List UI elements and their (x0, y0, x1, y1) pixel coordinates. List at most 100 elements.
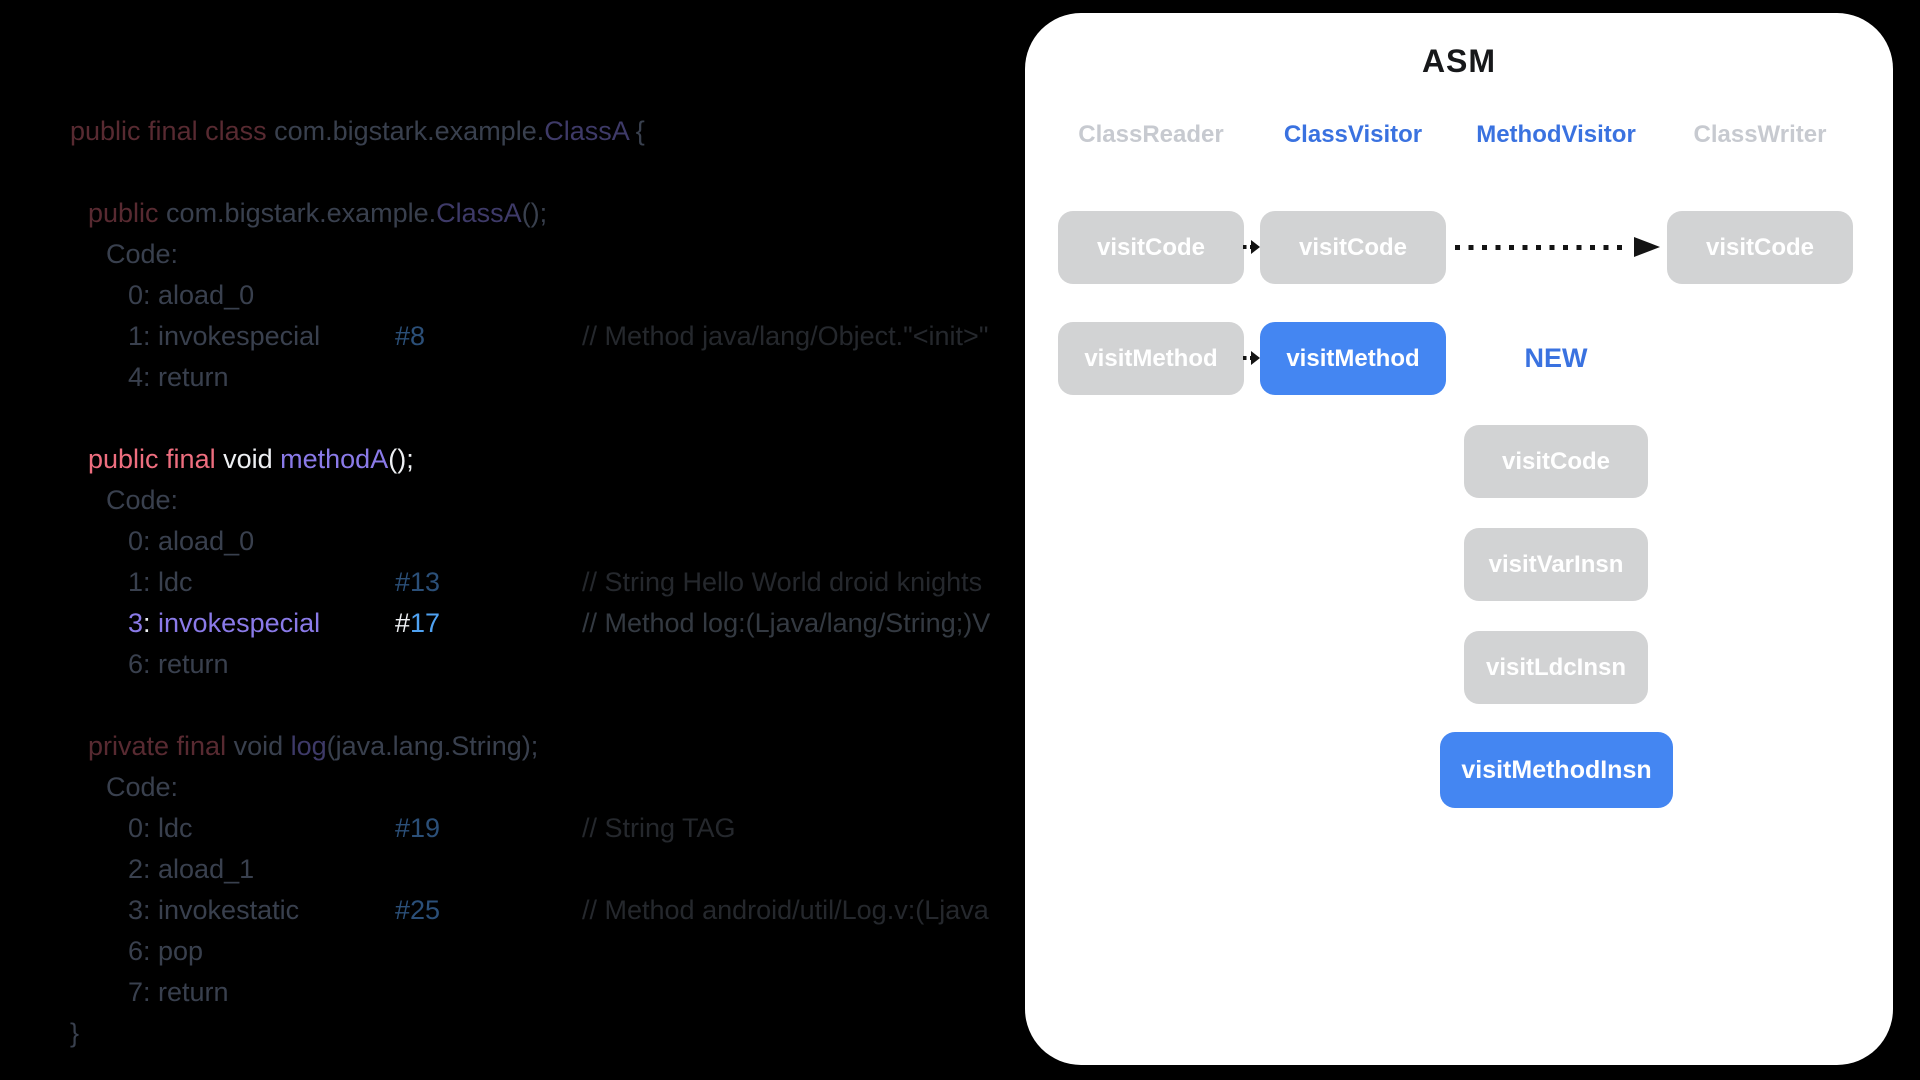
box-classreader-visitcode: visitCode (1058, 211, 1244, 284)
code-comment: // Method java/lang/Object."<init>" (582, 316, 988, 357)
code-segment: 0: aload_0 (128, 280, 255, 310)
code-comment: // Method log:(Ljava/lang/String;)V (582, 603, 990, 644)
code-line: public com.bigstark.example.ClassA(); (70, 193, 1070, 234)
code-instruction: private final void log(java.lang.String)… (70, 726, 538, 767)
code-instruction: 2: aload_1 (70, 849, 254, 890)
code-line: Code: (70, 480, 1070, 521)
code-instruction: Code: (70, 767, 178, 808)
code-line: 4: return (70, 357, 1070, 398)
code-line: 1: ldc #13 // String Hello World droid kni… (70, 562, 1070, 603)
constant-pool-ref: #17 (395, 603, 440, 644)
code-segment: // Method android/util/Log.v:(Ljava (582, 895, 989, 925)
code-line: 6: return (70, 644, 1070, 685)
code-segment: 1: invokespecial (128, 321, 321, 351)
arrow-dots (1243, 245, 1252, 249)
code-segment: ClassA (544, 116, 629, 146)
code-segment: public (88, 198, 167, 228)
code-instruction: 7: return (70, 972, 229, 1013)
code-segment: 1: ldc (128, 567, 193, 597)
code-segment: private final (88, 731, 234, 761)
code-segment: #13 (395, 567, 441, 597)
code-segment: // Method log:(Ljava/lang/String;)V (582, 608, 991, 638)
code-instruction: public final class com.bigstark.example.… (70, 111, 645, 152)
column-header-classreader: ClassReader (1078, 121, 1224, 148)
arrow-head-icon (1251, 351, 1260, 365)
code-line: 2: aload_1 (70, 849, 1070, 890)
code-line: public final void methodA(); (70, 439, 1070, 480)
code-instruction: 3: invokespecial (70, 603, 320, 644)
code-line: 3: invokestatic#25// Method android/util… (70, 890, 1070, 931)
code-line: Code: (70, 234, 1070, 275)
code-instruction: public final void methodA(); (70, 439, 414, 480)
column-header-methodvisitor: MethodVisitor (1476, 121, 1636, 148)
constant-pool-ref: #13 (395, 562, 440, 603)
code-instruction: 1: ldc (70, 562, 193, 603)
code-segment: 4: return (128, 362, 229, 392)
code-instruction: public com.bigstark.example.ClassA(); (70, 193, 547, 234)
box-classvisitor-visitcode: visitCode (1260, 211, 1446, 284)
code-segment: public final (88, 444, 224, 474)
arrow-dots (1243, 356, 1252, 360)
code-segment: 2: aload_1 (128, 854, 255, 884)
arrow-head-icon (1634, 237, 1660, 257)
code-segment: (); (521, 198, 548, 228)
code-comment: // Method android/util/Log.v:(Ljava (582, 890, 989, 931)
code-segment: public final class (70, 116, 275, 146)
code-instruction: 0: ldc (70, 808, 193, 849)
code-segment: 0: aload_0 (128, 526, 255, 556)
code-segment: Code: (106, 239, 179, 269)
constant-pool-ref: #8 (395, 316, 425, 357)
dotted-arrow-long-icon (1455, 237, 1660, 257)
code-segment: invokespecial (158, 608, 321, 638)
code-segment: { (628, 116, 645, 146)
code-segment: // String Hello World droid knights (582, 567, 983, 597)
code-segment: com.bigstark.example. (274, 116, 545, 146)
code-instruction: 0: aload_0 (70, 275, 254, 316)
code-segment: (java.lang.String); (326, 731, 539, 761)
code-segment: # (395, 608, 411, 638)
code-segment: #8 (395, 321, 426, 351)
code-segment: void (223, 444, 281, 474)
column-header-classwriter: ClassWriter (1693, 121, 1827, 148)
code-instruction: 4: return (70, 357, 229, 398)
constant-pool-ref: #25 (395, 890, 440, 931)
code-instruction: 6: pop (70, 931, 203, 972)
code-instruction: Code: (70, 480, 178, 521)
code-instruction: 1: invokespecial (70, 316, 320, 357)
code-blank-line (70, 685, 1070, 726)
code-blank-line (70, 398, 1070, 439)
code-line: 7: return (70, 972, 1070, 1013)
box-classwriter-visitcode: visitCode (1667, 211, 1853, 284)
code-segment: 3 (128, 608, 144, 638)
arrow-head-icon (1251, 240, 1260, 254)
column-header-classvisitor: ClassVisitor (1283, 121, 1423, 148)
code-segment: 6: return (128, 649, 229, 679)
code-segment: log (290, 731, 327, 761)
new-label: NEW (1524, 343, 1588, 373)
code-segment: 6: pop (128, 936, 204, 966)
code-segment: } (70, 1018, 80, 1048)
code-segment: Code: (106, 772, 179, 802)
code-segment: // Method java/lang/Object."<init>" (582, 321, 989, 351)
stack-box-visitcode: visitCode (1464, 425, 1648, 498)
code-line: } (70, 1013, 1070, 1054)
arrow-dots (1455, 245, 1630, 250)
stack-box-visitvarinsn: visitVarInsn (1464, 528, 1648, 601)
code-segment: 17 (410, 608, 441, 638)
code-instruction: 6: return (70, 644, 229, 685)
code-segment: 7: return (128, 977, 229, 1007)
asm-diagram-card: ASM ClassReader ClassVisitor MethodVisit… (1025, 13, 1893, 1065)
code-segment: // String TAG (582, 813, 736, 843)
code-segment: #19 (395, 813, 441, 843)
code-line: private final void log(java.lang.String)… (70, 726, 1070, 767)
code-line: 6: pop (70, 931, 1070, 972)
code-instruction: Code: (70, 234, 178, 275)
code-instruction: 0: aload_0 (70, 521, 254, 562)
box-classvisitor-visitmethod: visitMethod (1260, 322, 1446, 395)
code-instruction: } (70, 1013, 79, 1054)
code-segment: ClassA (436, 198, 522, 228)
card-title: ASM (1421, 43, 1497, 79)
stack-box-visitldcinsn: visitLdcInsn (1464, 631, 1648, 704)
code-line: 3: invokespecial #17 // Method log:(Ljava/… (70, 603, 1070, 644)
